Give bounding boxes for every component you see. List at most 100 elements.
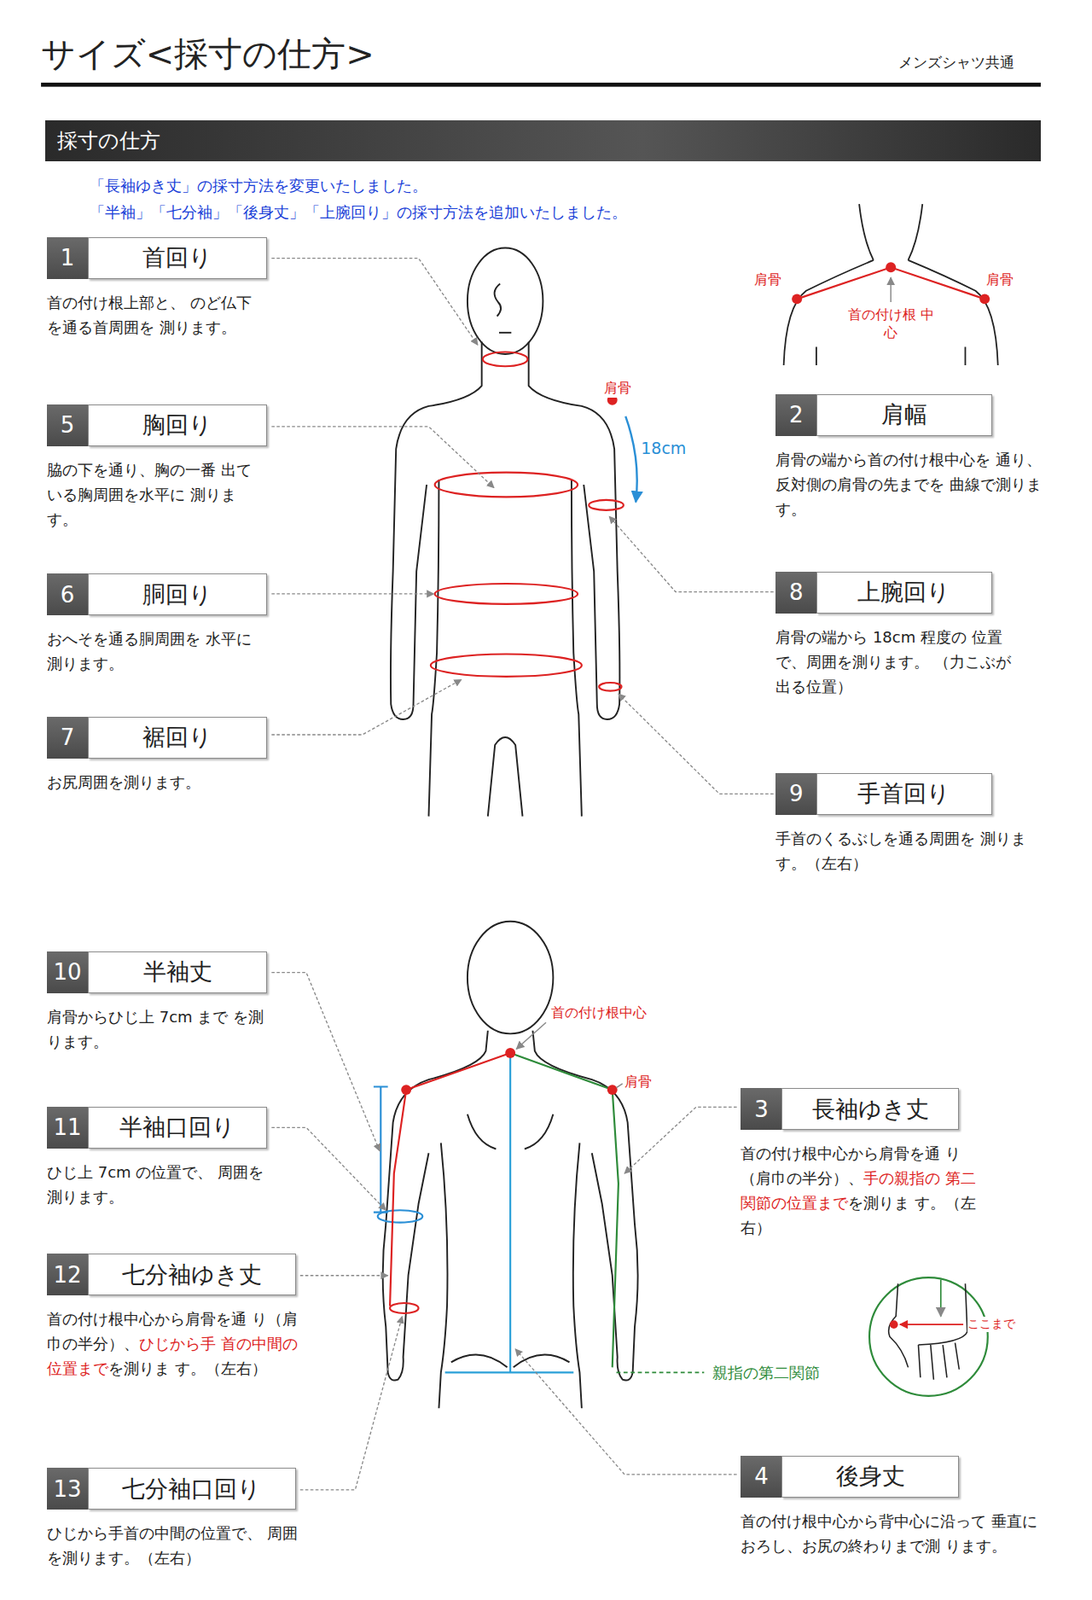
front-measure-lines bbox=[430, 352, 624, 692]
callout-number: 6 bbox=[46, 573, 88, 616]
label: 18cm bbox=[640, 438, 686, 458]
callout-title: 七分袖ゆき丈 bbox=[87, 1253, 297, 1296]
shoulder-point bbox=[979, 293, 990, 304]
callout-header: 1首回り bbox=[46, 237, 268, 279]
callout: 10半袖丈肩骨からひじ上 7cm まで を測ります。 bbox=[46, 951, 272, 1054]
description-text: 首の付け根中心から背中心に沿って 垂直におろし、お尻の終わりまで測 ります。 bbox=[740, 1511, 1038, 1555]
callout-header: 3長袖ゆき丈 bbox=[740, 1087, 959, 1130]
callout-number: 7 bbox=[46, 716, 88, 759]
label: 肩骨 bbox=[754, 271, 782, 290]
description-text: 肩骨の端から首の付け根中心を 通り、反対側の肩骨の先までを 曲線で測ります。 bbox=[775, 450, 1042, 518]
callout-header: 2肩幅 bbox=[775, 394, 993, 436]
callout-number: 5 bbox=[46, 404, 88, 447]
callout-description: 首の付け根上部と、 のど仏下を通る首周囲を 測ります。 bbox=[46, 290, 267, 340]
callout-description: ひじ上 7cm の位置で、 周囲を測ります。 bbox=[46, 1159, 272, 1209]
callout: 1首回り首の付け根上部と、 のど仏下を通る首周囲を 測ります。 bbox=[46, 237, 268, 340]
pointer-arrow bbox=[616, 1083, 623, 1088]
hand-inset bbox=[869, 1277, 988, 1396]
callout-title: 手首回り bbox=[816, 772, 993, 815]
callout-title: 裾回り bbox=[87, 716, 268, 759]
callout: 4後身丈首の付け根中心から背中心に沿って 垂直におろし、お尻の終わりまで測 りま… bbox=[740, 1455, 1047, 1558]
callout-header: 4後身丈 bbox=[740, 1455, 959, 1498]
callout-header: 13七分袖口回り bbox=[46, 1467, 297, 1510]
callout-header: 10半袖丈 bbox=[46, 951, 268, 994]
page-title: サイズ<採寸の仕方> bbox=[40, 30, 375, 78]
callout-title: 首回り bbox=[87, 237, 268, 279]
label: 肩骨 bbox=[624, 1073, 652, 1092]
callout: 2肩幅肩骨の端から首の付け根中心を 通り、反対側の肩骨の先までを 曲線で測ります… bbox=[775, 394, 1043, 522]
callout: 6胴回りおへそを通る胴周囲を 水平に測ります。 bbox=[46, 573, 268, 676]
callout: 9手首回り手首のくるぶしを通る周囲を 測ります。（左右） bbox=[775, 772, 1031, 876]
header-rule bbox=[40, 82, 1041, 88]
callout-title: 後身丈 bbox=[781, 1455, 959, 1498]
callout: 5胸回り脇の下を通り、胸の一番 出ている胸周囲を水平に 測ります。 bbox=[46, 404, 268, 532]
callout-description: 肩骨の端から首の付け根中心を 通り、反対側の肩骨の先までを 曲線で測ります。 bbox=[775, 447, 1043, 522]
callout: 12七分袖ゆき丈首の付け根中心から肩骨を通 り（肩巾の半分）、ひじから手 首の中… bbox=[46, 1253, 303, 1381]
description-text: おへそを通る胴周囲を 水平に測ります。 bbox=[46, 629, 252, 673]
back-measure-lines bbox=[373, 1052, 704, 1372]
pointer-arrow bbox=[889, 277, 891, 303]
back-figure bbox=[383, 921, 639, 1408]
description-text: 首の付け根上部と、 のど仏下を通る首周囲を 測ります。 bbox=[46, 293, 252, 337]
label: 親指の第二関節 bbox=[712, 1362, 820, 1383]
callout-number: 4 bbox=[740, 1455, 782, 1498]
neck-point bbox=[505, 1047, 516, 1058]
callout-header: 8上腕回り bbox=[775, 571, 993, 614]
callout-header: 7裾回り bbox=[46, 716, 268, 759]
shoulder-point bbox=[400, 1084, 412, 1095]
band-text: 採寸の仕方 bbox=[57, 127, 161, 155]
description-text: 肩骨の端から 18cm 程度の 位置で、周囲を測ります。 （力こぶが出る位置） bbox=[775, 627, 1011, 696]
callout-description: 肩骨の端から 18cm 程度の 位置で、周囲を測ります。 （力こぶが出る位置） bbox=[775, 624, 1021, 699]
label: 肩骨 bbox=[604, 379, 632, 398]
leader-lines bbox=[271, 258, 773, 1490]
callout-title: 肩幅 bbox=[816, 394, 993, 436]
description-text: 肩骨からひじ上 7cm まで を測ります。 bbox=[46, 1007, 264, 1051]
callout-number: 10 bbox=[46, 951, 88, 994]
callout-title: 胸回り bbox=[87, 404, 268, 447]
pointer-arrow bbox=[516, 1022, 546, 1049]
callout-header: 12七分袖ゆき丈 bbox=[46, 1253, 297, 1296]
callout-description: 脇の下を通り、胸の一番 出ている胸周囲を水平に 測ります。 bbox=[46, 457, 267, 532]
shoulder-point bbox=[607, 1084, 618, 1095]
callout-title: 上腕回り bbox=[816, 571, 993, 614]
callout-number: 3 bbox=[740, 1087, 782, 1130]
callout-number: 11 bbox=[46, 1106, 88, 1149]
callout-number: 1 bbox=[46, 237, 88, 279]
neck-point bbox=[885, 261, 896, 273]
callout-description: 手首のくるぶしを通る周囲を 測ります。（左右） bbox=[775, 825, 1031, 876]
callout-number: 12 bbox=[46, 1253, 88, 1296]
callout: 11半袖口回りひじ上 7cm の位置で、 周囲を測ります。 bbox=[46, 1106, 272, 1209]
callout-number: 2 bbox=[775, 394, 817, 436]
callout: 13七分袖口回りひじから手首の中間の位置で、 周囲を測ります。（左右） bbox=[46, 1467, 303, 1570]
callout-description: 肩骨からひじ上 7cm まで を測ります。 bbox=[46, 1004, 272, 1054]
front-figure bbox=[390, 248, 620, 817]
length-arrow bbox=[625, 416, 637, 502]
callout-title: 胴回り bbox=[87, 573, 268, 616]
shoulder-inset bbox=[784, 203, 999, 366]
callout-description: 首の付け根中心から背中心に沿って 垂直におろし、お尻の終わりまで測 ります。 bbox=[740, 1508, 1047, 1558]
callout: 7裾回りお尻周囲を測ります。 bbox=[46, 716, 268, 795]
shoulder-point bbox=[791, 293, 802, 304]
callout-title: 七分袖口回り bbox=[87, 1467, 297, 1510]
callout-number: 9 bbox=[775, 772, 817, 815]
label: メンズシャツ共通 bbox=[898, 52, 1015, 73]
label: 肩骨 bbox=[986, 271, 1014, 290]
description-text: お尻周囲を測ります。 bbox=[46, 772, 201, 791]
callout-description: お尻周囲を測ります。 bbox=[46, 769, 267, 795]
label: 首の付け根 中心 bbox=[842, 306, 939, 343]
callout-header: 11半袖口回り bbox=[46, 1106, 268, 1149]
label: ここまで bbox=[967, 1316, 1016, 1332]
label: 「半袖」「七分袖」「後身丈」「上腕回り」の採寸方法を追加いたしました。 bbox=[89, 202, 628, 223]
label: 首の付け根中心 bbox=[551, 1004, 647, 1023]
callout-description: 首の付け根中心から肩骨を通 り（肩巾の半分）、手の親指の 第二関節の位置までを測… bbox=[740, 1140, 991, 1240]
section-band: 採寸の仕方 bbox=[45, 120, 1042, 162]
description-text: 手首のくるぶしを通る周囲を 測ります。（左右） bbox=[775, 829, 1027, 872]
callout-title: 長袖ゆき丈 bbox=[781, 1087, 959, 1130]
callout-title: 半袖丈 bbox=[87, 951, 268, 994]
callout: 8上腕回り肩骨の端から 18cm 程度の 位置で、周囲を測ります。 （力こぶが出… bbox=[775, 571, 1021, 699]
callout-header: 6胴回り bbox=[46, 573, 268, 616]
description-text: 脇の下を通り、胸の一番 出ている胸周囲を水平に 測ります。 bbox=[46, 460, 252, 529]
callout-header: 9手首回り bbox=[775, 772, 993, 815]
description-text: ひじから手首の中間の位置で、 周囲を測ります。（左右） bbox=[46, 1523, 298, 1567]
callout-header: 5胸回り bbox=[46, 404, 268, 447]
